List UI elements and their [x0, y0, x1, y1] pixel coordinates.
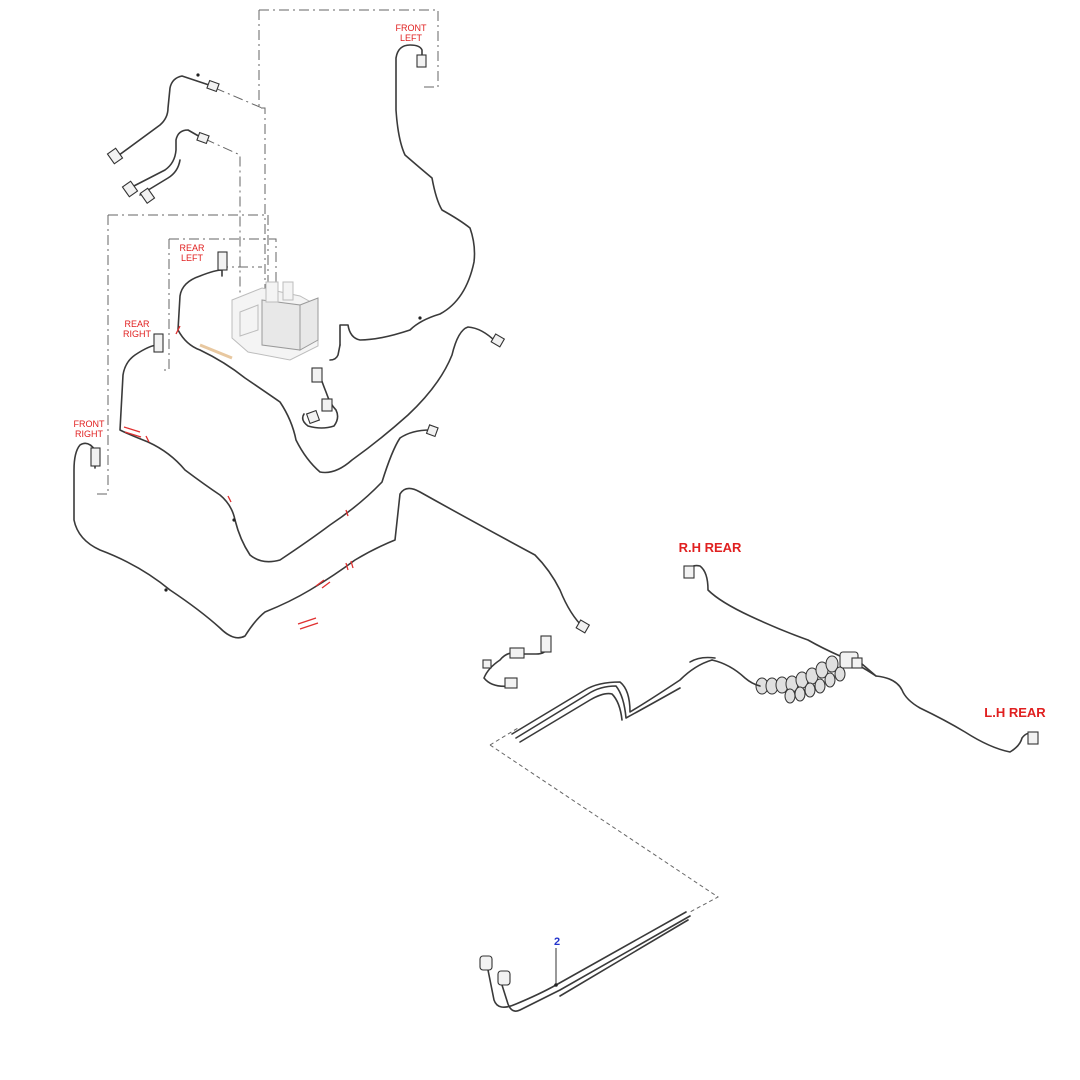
rear-left-pipe	[175, 251, 506, 474]
label-rear-left-line2: LEFT	[181, 253, 204, 263]
rear-axle-assembly	[511, 564, 1039, 753]
label-rh-rear: R.H REAR	[679, 540, 742, 555]
callout-2: 2	[554, 936, 560, 948]
label-front-right-line2: RIGHT	[75, 429, 104, 439]
leader-lines	[97, 9, 719, 913]
label-lh-rear: L.H REAR	[984, 705, 1046, 720]
label-front-right-line1: FRONT	[74, 419, 105, 429]
label-front-left-line1: FRONT	[396, 23, 427, 33]
label-front-left-line2: LEFT	[400, 33, 423, 43]
bottom-pipe-pair	[479, 911, 691, 1012]
location-labels: FRONT LEFT REAR LEFT REAR RIGHT FRONT RI…	[74, 23, 1047, 948]
rear-right-pipe	[119, 333, 439, 563]
front-right-pipe	[73, 442, 591, 639]
label-rear-right-line1: REAR	[124, 319, 150, 329]
center-hose-fitting	[301, 367, 339, 429]
lower-center-hose	[482, 635, 552, 689]
label-rear-right-line2: RIGHT	[123, 329, 152, 339]
coiled-hose	[755, 655, 846, 704]
label-rear-left-line1: REAR	[179, 243, 205, 253]
upper-left-pipes	[106, 73, 220, 204]
front-left-pipe	[329, 44, 476, 361]
abs-modulator-unit	[199, 281, 319, 361]
